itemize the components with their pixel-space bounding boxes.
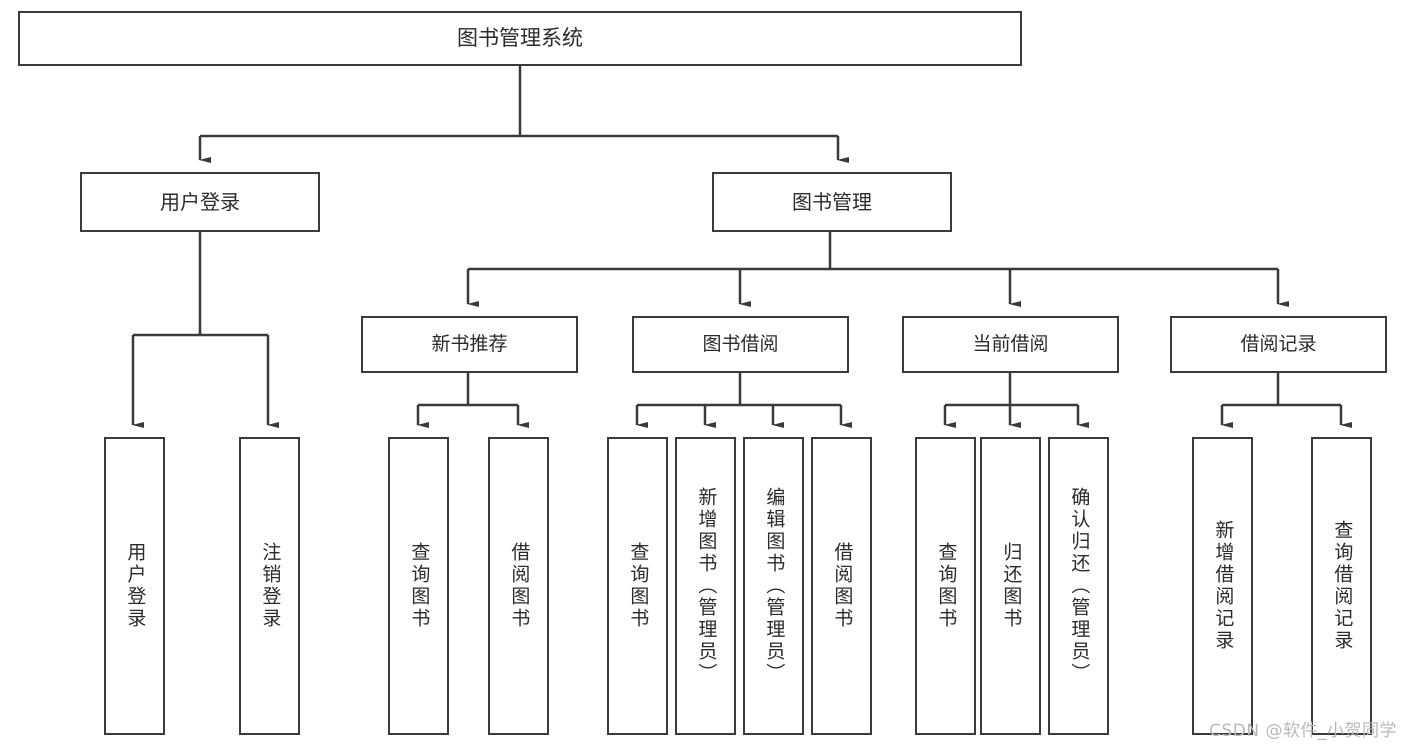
node-book-borrow[interactable]: 图书借阅 xyxy=(632,316,849,373)
csdn-watermark: CSDN @软件_小贺同学 xyxy=(1209,721,1397,741)
node-label: 新书推荐 xyxy=(431,332,508,355)
node-new-book-recommend[interactable]: 新书推荐 xyxy=(361,316,578,373)
node-leaf-query-book-recommend[interactable]: 查询图书 xyxy=(388,437,449,735)
node-label: 借阅图书 xyxy=(508,542,531,630)
node-leaf-logout[interactable]: 注销登录 xyxy=(239,437,300,735)
node-label: 借阅图书 xyxy=(831,542,854,630)
node-label: 新增借阅记录 xyxy=(1212,520,1235,652)
node-label: 图书借阅 xyxy=(702,332,779,355)
node-leaf-borrow-book-recommend[interactable]: 借阅图书 xyxy=(488,437,549,735)
node-book-management[interactable]: 图书管理 xyxy=(712,172,952,232)
node-label: 新增图书（管理员） xyxy=(695,487,718,685)
node-leaf-user-login[interactable]: 用户登录 xyxy=(104,437,165,735)
node-label: 查询图书 xyxy=(408,542,431,630)
node-root-book-management-system[interactable]: 图书管理系统 xyxy=(18,11,1022,66)
node-user-login[interactable]: 用户登录 xyxy=(80,172,320,232)
node-leaf-query-book-current[interactable]: 查询图书 xyxy=(915,437,976,735)
node-label: 图书管理系统 xyxy=(457,26,583,51)
node-label: 注销登录 xyxy=(259,542,282,630)
node-label: 当前借阅 xyxy=(972,332,1049,355)
node-label: 用户登录 xyxy=(160,189,240,214)
node-leaf-add-book-admin[interactable]: 新增图书（管理员） xyxy=(675,437,736,735)
node-leaf-query-borrow-record[interactable]: 查询借阅记录 xyxy=(1311,437,1372,735)
node-label: 归还图书 xyxy=(1000,542,1023,630)
node-label: 编辑图书（管理员） xyxy=(763,487,786,685)
node-leaf-query-book-borrow[interactable]: 查询图书 xyxy=(607,437,668,735)
node-leaf-confirm-return-admin[interactable]: 确认归还（管理员） xyxy=(1048,437,1109,735)
node-borrow-record[interactable]: 借阅记录 xyxy=(1170,316,1387,373)
node-label: 查询图书 xyxy=(935,542,958,630)
node-label: 查询图书 xyxy=(627,542,650,630)
node-label: 确认归还（管理员） xyxy=(1068,487,1091,685)
node-label: 用户登录 xyxy=(124,542,147,630)
node-leaf-edit-book-admin[interactable]: 编辑图书（管理员） xyxy=(743,437,804,735)
node-label: 图书管理 xyxy=(792,189,872,214)
node-label: 查询借阅记录 xyxy=(1331,520,1354,652)
node-leaf-return-book[interactable]: 归还图书 xyxy=(980,437,1041,735)
node-leaf-borrow-book[interactable]: 借阅图书 xyxy=(811,437,872,735)
node-label: 借阅记录 xyxy=(1240,332,1317,355)
node-leaf-add-borrow-record[interactable]: 新增借阅记录 xyxy=(1192,437,1253,735)
node-current-borrow[interactable]: 当前借阅 xyxy=(902,316,1119,373)
